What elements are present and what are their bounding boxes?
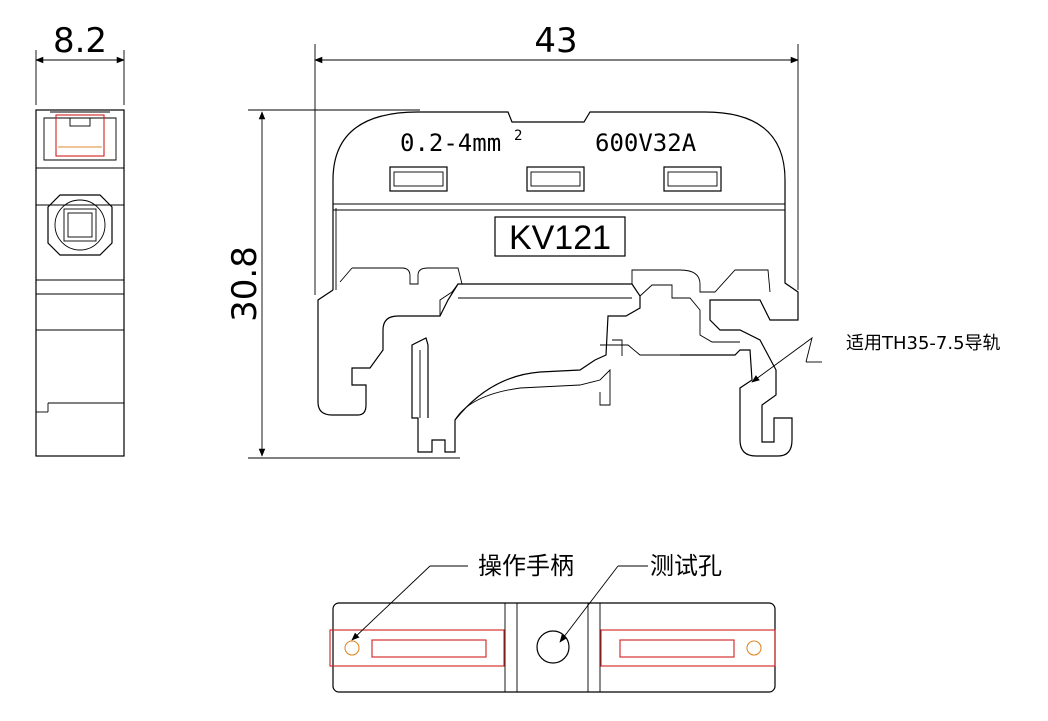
side-handle-highlight — [55, 114, 105, 157]
rail-clip-profile — [317, 283, 641, 453]
model-label: KV121 — [509, 219, 611, 257]
wire-range-superscript: 2 — [514, 128, 522, 144]
rail-callout: 适用TH35-7.5导轨 — [846, 333, 1001, 354]
front-housing-outline — [332, 111, 799, 312]
model-label-box — [494, 216, 626, 257]
side-screw-hex — [47, 194, 113, 256]
front-view: 43 30.8 0.2-4mm 2 600V32A KV121 — [225, 21, 1001, 459]
test-hole-callout: 测试孔 — [650, 552, 722, 580]
front-width-dimension: 43 — [534, 21, 577, 61]
top-view: 操作手柄 测试孔 — [329, 552, 776, 693]
right-handle-highlight — [600, 629, 776, 667]
left-handle-highlight — [329, 629, 505, 667]
wire-range-label: 0.2-4mm — [400, 129, 501, 157]
left-handle-dot — [344, 640, 360, 656]
side-body-outline — [35, 109, 125, 457]
test-hole — [536, 630, 570, 664]
side-width-dimension: 8.2 — [53, 21, 107, 61]
rating-label: 600V32A — [595, 129, 697, 157]
front-height-dimension: 30.8 — [225, 246, 265, 322]
wire-entry-slots — [389, 166, 722, 192]
right-handle-dot — [746, 640, 762, 656]
side-view: 8.2 — [35, 21, 125, 457]
top-body-outline — [332, 602, 776, 693]
handle-callout: 操作手柄 — [478, 552, 574, 580]
